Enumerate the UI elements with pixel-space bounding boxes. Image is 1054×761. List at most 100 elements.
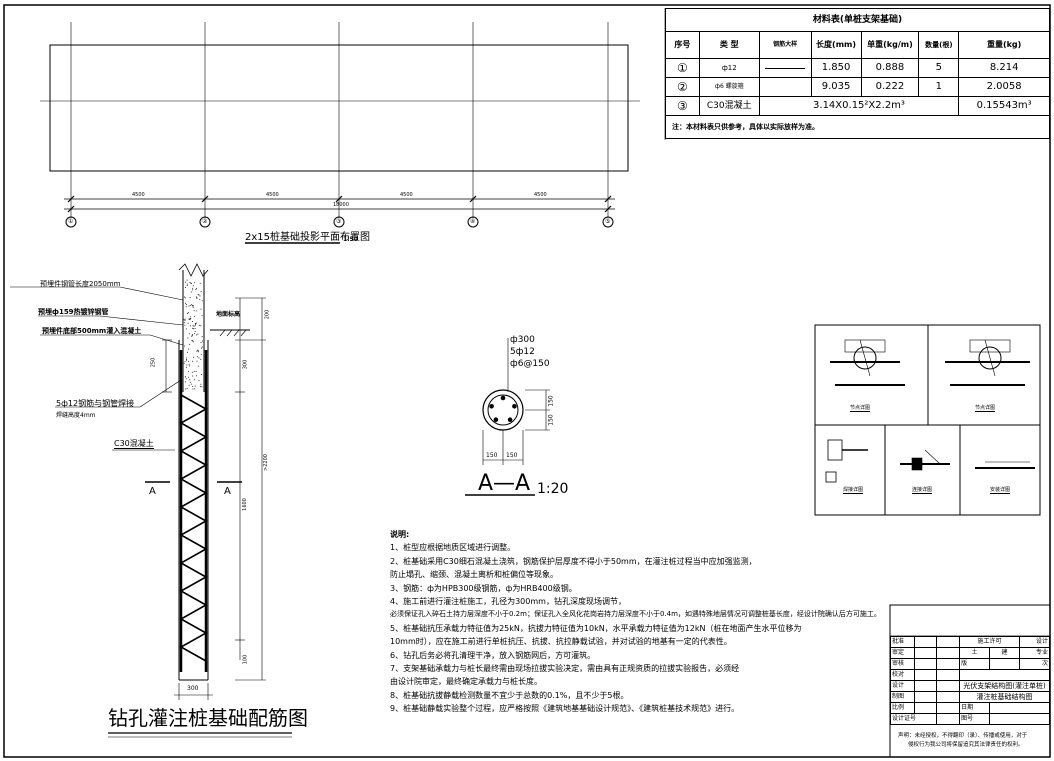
concrete-dot	[198, 294, 200, 296]
axis-mark-1: ①	[68, 218, 74, 225]
material-table-note: 注：本材料表只供参考，具体以实际放样为准。	[665, 115, 1050, 139]
rebar-dot	[489, 404, 494, 409]
concrete-dot	[201, 386, 203, 388]
concrete-dot	[197, 294, 199, 295]
stirrup-zigzag	[179, 394, 208, 662]
plan-spacing-1: 4500	[132, 192, 145, 198]
concrete-dot	[190, 305, 192, 306]
drawing-name: 灌注桩基础结构图	[959, 691, 1050, 703]
concrete-dot	[191, 371, 193, 373]
plan-spacing-4: 4500	[534, 192, 547, 198]
dim-200: 200	[264, 309, 271, 320]
concrete-dot	[186, 359, 187, 361]
axis-mark-3: ③	[336, 218, 342, 225]
label-concrete: C30混凝土	[114, 439, 154, 449]
note-item: 8、桩基础抗拔静载检测数量不宜少于总数的0.1%，且不少于5根。	[390, 690, 629, 700]
concrete-dot	[200, 354, 202, 356]
concrete-dot	[196, 360, 198, 362]
concrete-dot	[184, 345, 186, 347]
note-item: 6、钻孔后务必将孔清理干净，放入钢筋网后，方可灌筑。	[390, 650, 596, 660]
concrete-dot	[200, 358, 202, 360]
concrete-dot	[187, 322, 189, 324]
concrete-dot	[191, 334, 193, 335]
concrete-dot	[194, 323, 196, 324]
stirrup-cross	[180, 394, 207, 410]
concrete-dot	[196, 350, 198, 352]
concrete-dot	[191, 304, 193, 306]
concrete-dot	[194, 385, 196, 387]
concrete-dot	[189, 381, 191, 383]
concrete-dot	[201, 315, 203, 317]
concrete-dot	[188, 365, 190, 367]
concrete-dot	[185, 378, 187, 380]
concrete-dot	[201, 347, 202, 349]
label-weld-height: 焊缝高度4mm	[56, 412, 96, 419]
concrete-dot	[197, 351, 199, 353]
plan-total-dimension: 18000	[333, 202, 349, 208]
material-table-title: 材料表(单桩支架基础)	[665, 8, 1050, 32]
concrete-dot	[192, 307, 194, 309]
header-quantity: 数量(根)	[918, 31, 960, 59]
concrete-dot	[193, 356, 194, 358]
concrete-dot	[201, 346, 203, 348]
concrete-dot	[192, 385, 194, 387]
note-item: 4、施工前进行灌注桩施工，孔径为300mm，钻孔深度现场调节，	[390, 597, 626, 607]
section-dim-top: 150	[547, 395, 555, 407]
table-row: ② ф6 螺旋箍 9.035 0.222 1 2.0058	[665, 77, 1050, 97]
section-dim-bottom: 150	[547, 414, 555, 426]
disclaimer-line-1: 声明：未经授权，不得翻印（录）、传播或使用，对于	[898, 733, 1028, 739]
concrete-dot	[187, 370, 189, 372]
concrete-dot	[192, 375, 194, 377]
label-tube-length: 预埋件钢管长度2050mm	[40, 280, 121, 288]
concrete-dot	[185, 297, 187, 299]
note-item: 9、桩基础静载实验整个过程，应严格按照《建筑地基基础设计规范》、《建筑桩基技术规…	[390, 704, 740, 714]
section-marker-right: A	[224, 486, 231, 497]
concrete-dot	[186, 285, 188, 286]
plan-title: 2x15桩基础投影平面布置图	[245, 232, 371, 243]
stirrup-cross	[180, 422, 207, 438]
note-item: 防止塌孔、缩颈、混凝土离析和桩偏位等现象。	[390, 570, 558, 580]
concrete-dot	[197, 349, 199, 351]
concrete-dot	[197, 333, 199, 335]
concrete-dot	[191, 335, 193, 337]
concrete-dot	[196, 298, 198, 299]
concrete-dot	[187, 312, 188, 314]
stirrup-cross	[180, 562, 207, 578]
concrete-dot	[192, 289, 194, 291]
concrete-dot	[192, 360, 194, 362]
section-title: A—A	[478, 471, 531, 496]
concrete-dot	[192, 327, 194, 329]
concrete-dot	[186, 364, 188, 366]
sheet-border	[3, 4, 1051, 758]
concrete-dot	[185, 366, 187, 368]
concrete-dot	[192, 325, 194, 327]
concrete-dot	[200, 325, 202, 327]
header-unit-weight: 单重(kg/m)	[860, 31, 920, 59]
concrete-dot	[196, 310, 198, 312]
axis-mark-5: ⑤	[605, 218, 611, 225]
concrete-dot	[196, 356, 198, 358]
section-dim-left: 150	[486, 452, 498, 459]
concrete-dot	[188, 333, 190, 335]
concrete-dot	[189, 316, 191, 318]
concrete-dot	[190, 325, 191, 327]
concrete-dot	[195, 322, 197, 324]
concrete-dot	[185, 381, 186, 383]
spiral-stirrup	[179, 394, 208, 662]
concrete-dot	[192, 388, 194, 390]
concrete-dot	[189, 379, 191, 381]
concrete-dot	[192, 305, 194, 307]
concrete-dot	[194, 331, 196, 333]
concrete-dot	[198, 357, 200, 359]
concrete-dot	[184, 324, 186, 326]
concrete-dot	[201, 374, 203, 376]
section-scale: 1:20	[537, 481, 569, 497]
concrete-dot	[187, 360, 189, 362]
label-weld: 5ф12钢筋与钢管焊接	[56, 399, 135, 408]
concrete-dot	[193, 370, 195, 372]
concrete-dot	[185, 306, 187, 308]
concrete-dot	[191, 287, 193, 289]
plan-spacing-3: 4500	[400, 192, 413, 198]
concrete-dot	[196, 296, 197, 298]
dim-300: 300	[242, 359, 249, 370]
